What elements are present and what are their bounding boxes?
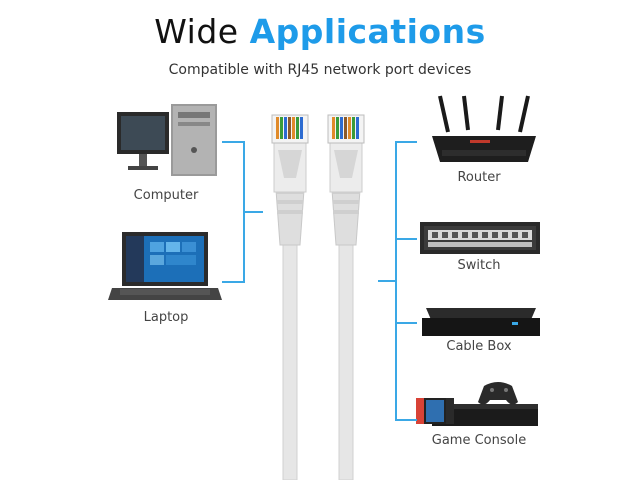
device-label-game-console: Game Console bbox=[431, 433, 527, 448]
page-title: Wide Applications bbox=[0, 12, 640, 51]
switch-icon bbox=[420, 222, 540, 254]
device-label-router: Router bbox=[457, 170, 501, 185]
ethernet-cable-left bbox=[271, 114, 309, 480]
bracket-left-top bbox=[222, 141, 245, 143]
bracket-right-connector bbox=[378, 280, 395, 282]
device-label-switch: Switch bbox=[457, 258, 501, 273]
bracket-right-router bbox=[395, 141, 417, 143]
device-label-computer: Computer bbox=[133, 188, 199, 203]
cable-box-icon bbox=[422, 308, 540, 336]
laptop-icon bbox=[108, 232, 222, 300]
bracket-right-cablebox bbox=[395, 322, 417, 324]
device-label-cable-box: Cable Box bbox=[446, 339, 512, 354]
bracket-right-switch bbox=[395, 238, 417, 240]
bracket-left-bottom bbox=[222, 281, 245, 283]
bracket-left-vertical bbox=[243, 141, 245, 283]
ethernet-cable-right bbox=[327, 114, 365, 480]
device-label-laptop: Laptop bbox=[143, 310, 189, 325]
title-plain: Wide bbox=[154, 12, 239, 51]
bracket-right-console bbox=[395, 419, 417, 421]
bracket-right-vertical bbox=[395, 141, 397, 421]
game-console-icon bbox=[416, 382, 538, 426]
bracket-left-connector bbox=[245, 211, 263, 213]
computer-icon bbox=[117, 104, 217, 176]
title-accent: Applications bbox=[249, 12, 486, 51]
page-subtitle: Compatible with RJ45 network port device… bbox=[168, 62, 472, 78]
router-icon bbox=[432, 95, 536, 162]
